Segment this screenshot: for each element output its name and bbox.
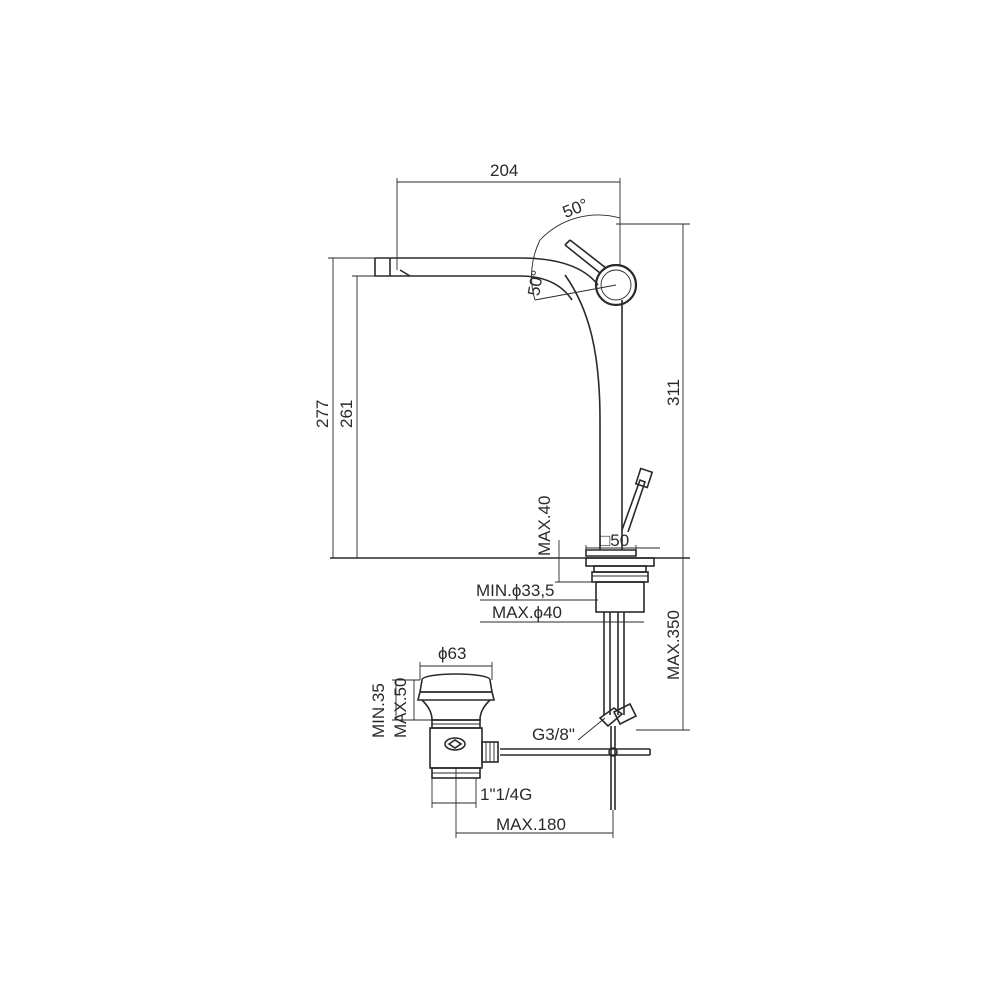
dim-lever-angle-top: 50° [560, 195, 591, 222]
dim-height-spout: 261 [337, 400, 356, 428]
dim-hose-length: MAX.350 [664, 610, 683, 680]
dim-lever-angle-bottom: 50° [524, 269, 547, 298]
dim-rod-length: MAX.180 [496, 815, 566, 834]
dimension-labels: 204 50° 50° 277 261 311 MAX.40 □50 MIN.ϕ… [313, 161, 683, 834]
faucet-body [374, 239, 654, 557]
dim-base-square: □50 [600, 531, 629, 550]
dim-hole-max: MAX.ϕ40 [492, 603, 562, 622]
dim-hole-min: MIN.ϕ33,5 [476, 581, 555, 600]
dim-waste-max: MAX.50 [391, 678, 410, 738]
dim-deck-thickness: MAX.40 [535, 496, 554, 556]
dim-waste-diameter: ϕ63 [438, 644, 466, 663]
dimension-lines [328, 178, 690, 838]
dim-spout-reach: 204 [490, 161, 518, 180]
dim-height-lever: 311 [664, 379, 683, 406]
pop-up-waste [416, 673, 499, 779]
dim-hose-connection: G3/8" [532, 725, 575, 744]
under-deck-assembly [330, 557, 690, 810]
dim-waste-min: MIN.35 [369, 683, 388, 738]
dim-height-total: 277 [313, 400, 332, 428]
dim-waste-thread: 1"1/4G [480, 785, 532, 804]
